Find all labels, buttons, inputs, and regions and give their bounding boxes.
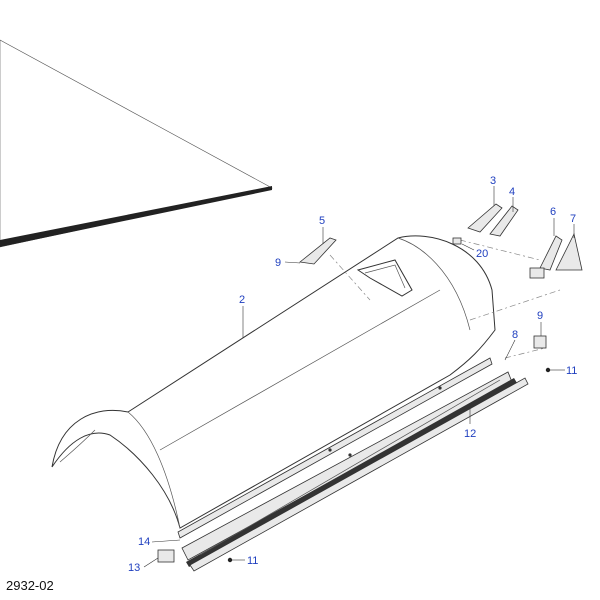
leader-line — [504, 339, 516, 361]
cover-body — [51, 235, 496, 529]
knob — [529, 267, 545, 279]
callout-14: 14 — [138, 536, 150, 548]
callout-7: 7 — [570, 213, 576, 225]
callout-11: 11 — [566, 365, 577, 377]
callout-9: 9 — [275, 257, 281, 269]
callout-4: 4 — [509, 186, 515, 198]
bracket-6 — [539, 235, 563, 271]
callout-9: 9 — [537, 310, 543, 322]
leader-line — [151, 539, 181, 543]
bracket-4 — [489, 205, 519, 237]
plug-20 — [452, 237, 462, 245]
callout-8: 8 — [512, 329, 518, 341]
screw-11-left — [227, 557, 245, 563]
screw-11-right — [545, 367, 565, 373]
callout-13: 13 — [128, 562, 140, 574]
assembly-line — [469, 289, 561, 321]
clip-13 — [157, 549, 175, 563]
bracket-3 — [467, 203, 503, 233]
glass-panel — [0, 39, 273, 248]
callout-3: 3 — [490, 175, 496, 187]
callout-2: 2 — [239, 294, 245, 306]
callout-5: 5 — [319, 215, 325, 227]
bracket-5 — [284, 237, 337, 265]
leader-line — [143, 557, 159, 568]
callout-6: 6 — [550, 206, 556, 218]
drawing-code: 2932-02 — [6, 578, 54, 593]
bracket-7 — [555, 232, 583, 271]
clip-9-right — [533, 335, 547, 349]
leader-line — [461, 243, 475, 251]
rail-strips — [177, 357, 529, 572]
callout-12: 12 — [464, 428, 476, 440]
assembly-line — [329, 254, 371, 301]
callout-20: 20 — [476, 248, 488, 260]
assembly-line — [504, 347, 546, 359]
callout-11: 11 — [247, 555, 258, 567]
